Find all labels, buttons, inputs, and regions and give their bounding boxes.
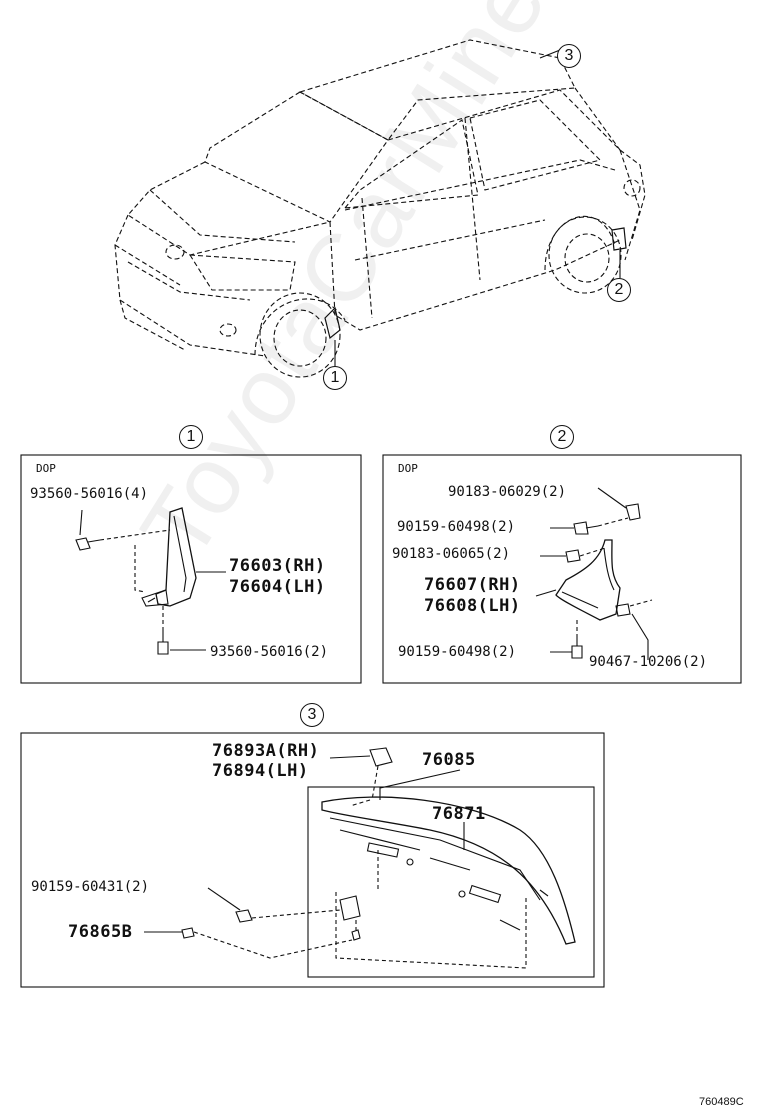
roof-spoiler-drawing: [321, 796, 576, 945]
part-number-bolt-top: 90159-60498(2): [397, 519, 516, 535]
callout-2: 2: [607, 278, 631, 302]
part-number-nut-mid: 90183-06065(2): [392, 546, 511, 562]
car-illustration: [114, 39, 646, 378]
spoiler-sub-frame: [307, 786, 595, 978]
panel-1-frame: [20, 454, 362, 684]
callout-1: 1: [323, 366, 347, 390]
panel-2-frame: [382, 454, 742, 684]
panel-3-frame: [20, 732, 605, 988]
panel-1-callout: 1: [179, 425, 203, 449]
part-number-rear-mudguard-lh: 76608(LH): [424, 596, 521, 616]
front-mudguard-drawing: [141, 507, 197, 607]
panel-3-callout: 3: [300, 703, 324, 727]
panel-2-dop-label: DOP: [398, 462, 418, 475]
part-number-mudguard-rh: 76603(RH): [229, 556, 326, 576]
part-number-bracket-lh: 76894(LH): [212, 761, 309, 781]
part-number-screw-top: 93560-56016(4): [30, 486, 149, 502]
callout-3: 3: [557, 44, 581, 68]
part-number-bracket-rh: 76893A(RH): [212, 741, 320, 761]
screw-icon: [157, 630, 169, 655]
part-number-mudguard-lh: 76604(LH): [229, 577, 326, 597]
part-number-bolt-bottom: 90159-60498(2): [398, 644, 517, 660]
panel-2-callout: 2: [550, 425, 574, 449]
part-number-spoiler: 76871: [432, 804, 486, 824]
rear-mudguard-drawing: [555, 539, 621, 621]
part-number-rear-mudguard-rh: 76607(RH): [424, 575, 521, 595]
part-number-bolt: 90159-60431(2): [31, 879, 150, 895]
panel-1-dop-label: DOP: [36, 462, 56, 475]
part-number-nut-top: 90183-06029(2): [448, 484, 567, 500]
diagram-code: 760489C: [699, 1096, 744, 1108]
part-number-spoiler-assy: 76085: [422, 750, 476, 770]
part-number-cap: 76865B: [68, 922, 133, 942]
screw-icon: [75, 537, 101, 551]
part-number-screw-right: 90467-10206(2): [589, 654, 708, 670]
part-number-screw-bottom: 93560-56016(2): [210, 644, 329, 660]
